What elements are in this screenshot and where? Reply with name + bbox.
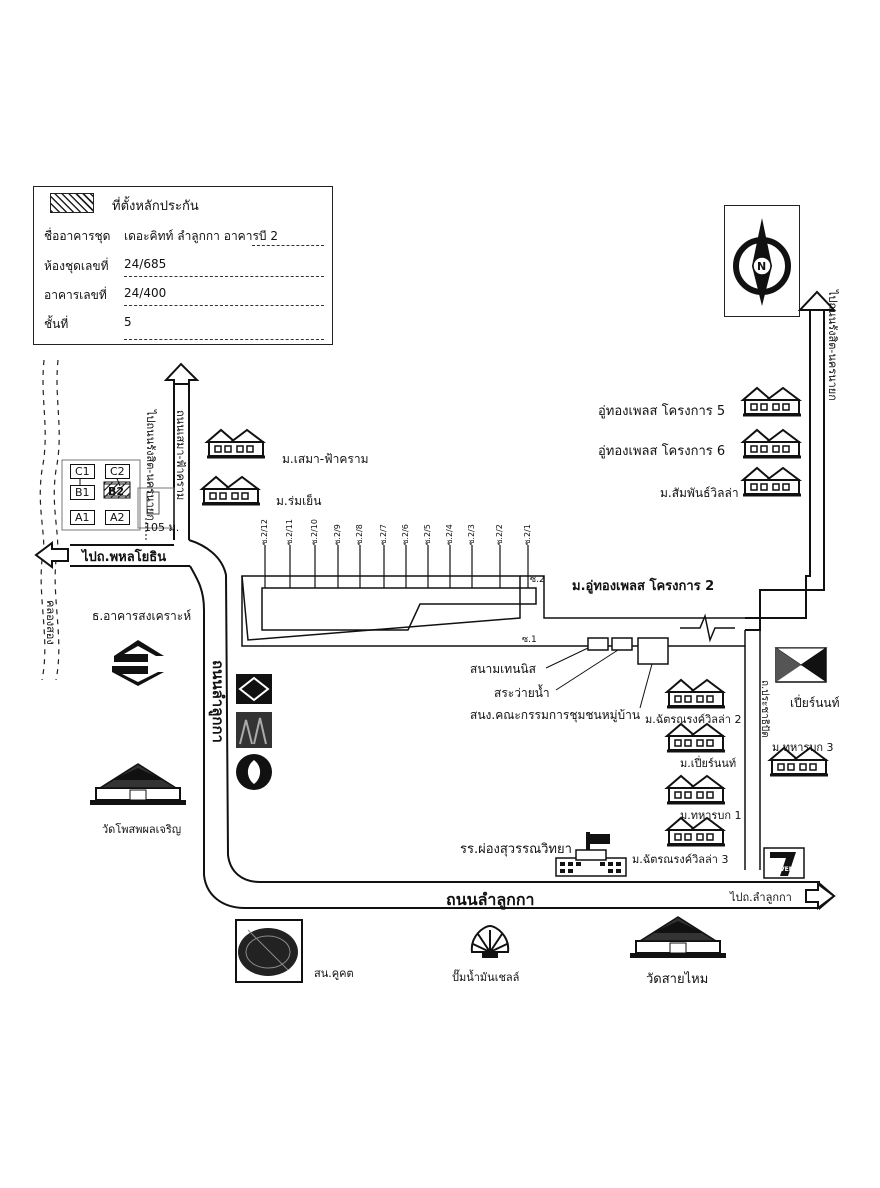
soi-label: ซ.2/10 [310,519,319,545]
soi-label: ซ.2/3 [467,524,476,545]
legend-row-value: เดอะคิทท์ ลำลูกกา อาคารบี 2 [124,229,278,243]
building-label-c2: C2 [105,464,130,479]
place-romyen-village: ม.ร่มเย็น [276,494,322,508]
soi-label: ซ.2/9 [333,524,342,545]
place-wat-phosaphon: วัดโพสพผลเจริญ [102,823,182,836]
legend-row-label: อาคารเลขที่ [44,288,107,302]
place-tennis: สนามเทนนิส [470,662,536,676]
legend-row-value: 24/685 [124,257,167,271]
building-label-b2: B2 [108,485,125,498]
building-label-c1: C1 [70,464,95,479]
road-label-prachathipat: ถ.ประชาธิปัต [759,680,770,738]
soi-label: ซ.2/12 [260,519,269,545]
road-label-rangsit-right: ไปถนนรังสิต-นครนายก [826,290,839,401]
soi-2-label: ซ.2 [530,575,545,585]
place-uthong5: อู่ทองเพลส โครงการ 5 [598,404,726,419]
legend-box: ที่ตั้งหลักประกัน ชื่ออาคารชุด เดอะคิทท์… [33,186,333,345]
place-uthong6: อู่ทองเพลส โครงการ 6 [598,444,726,459]
soi-label: ซ.2/1 [523,524,532,545]
collateral-hatch-swatch [50,193,94,213]
place-pienon: ม.เปี่ยร์นนท์ [680,757,737,770]
compass-icon [733,218,791,306]
soi-label: ซ.2/8 [355,524,364,545]
place-samphan: ม.สัมพันธ์วิลล่า [660,486,739,500]
road-label-rangsit-left: ไปถนนรังสิต-นครนายก [144,410,157,521]
soi-1-label: ซ.1 [522,635,537,645]
soi-label: ซ.2/5 [423,524,432,545]
place-samao-village: ม.เสมา-ฟ้าคราม [282,452,369,466]
place-pool: สระว่ายน้ำ [494,686,550,700]
legend-row-label: ชื่ออาคารชุด [44,229,111,243]
place-aso-bank: ธ.อาคารสงเคราะห์ [92,609,192,623]
place-police: สน.คูคต [314,967,354,980]
place-uthong2: ม.อู่ทองเพลส โครงการ 2 [572,579,715,594]
distance-label: 105 ม. [144,521,180,534]
place-committee: สนง.คณะกรรมการชุมชนหมู่บ้าน [470,708,641,722]
building-label-a1: A1 [70,510,95,525]
soi-label: ซ.2/6 [401,524,410,545]
place-shell: ปั๊มน้ำมันเชลล์ [452,971,520,984]
compass-n-label: N [757,260,767,273]
place-thaharn1: ม.ทหารบก 1 [680,809,742,822]
place-wat-saimai: วัดสายไหม [646,972,709,987]
soi-label: ซ.2/4 [445,524,454,545]
building-label-a2: A2 [105,510,130,525]
road-label-to-lamlukka: ไปถ.ลำลูกกา [730,891,792,904]
road-label-lamlukka-vertical: ถนนลำลูกกา [209,660,227,743]
legend-row-value: 5 [124,315,132,329]
seven-eleven-logo: ELEVEN [768,866,794,873]
place-pienon-right: เปี่ยร์นนท์ [790,696,840,710]
place-chatron2: ม.ฉัตรณรงค์วิลล่า 2 [645,713,742,726]
legend-row-label: ชั้นที่ [44,317,69,331]
soi-label: ซ.2/2 [495,524,504,545]
collateral-label: ที่ตั้งหลักประกัน [112,199,199,214]
road-label-khlong: คลองสอง [44,600,57,645]
soi-label: ซ.2/11 [285,519,294,545]
road-label-lamlukka-bottom: ถนนลำลูกกา [446,890,535,909]
soi-label: ซ.2/7 [379,524,388,545]
compass-rose: N [724,205,800,317]
legend-row-value: 24/400 [124,286,167,300]
road-label-phahon: ไปถ.พหลโยธิน [82,550,167,565]
place-school: รร.ผ่องสุวรรณวิทยา [460,842,572,857]
legend-row-label: ห้องชุดเลขที่ [44,259,109,273]
place-chatron3: ม.ฉัตรณรงค์วิลล่า 3 [632,853,729,866]
building-label-b1: B1 [70,485,95,500]
place-thaharn3: ม.ทหารบก 3 [772,741,834,754]
aso-bank-logo [108,636,168,686]
road-label-samao: ถนนเสมา-ฟ้าคราม [174,410,187,501]
